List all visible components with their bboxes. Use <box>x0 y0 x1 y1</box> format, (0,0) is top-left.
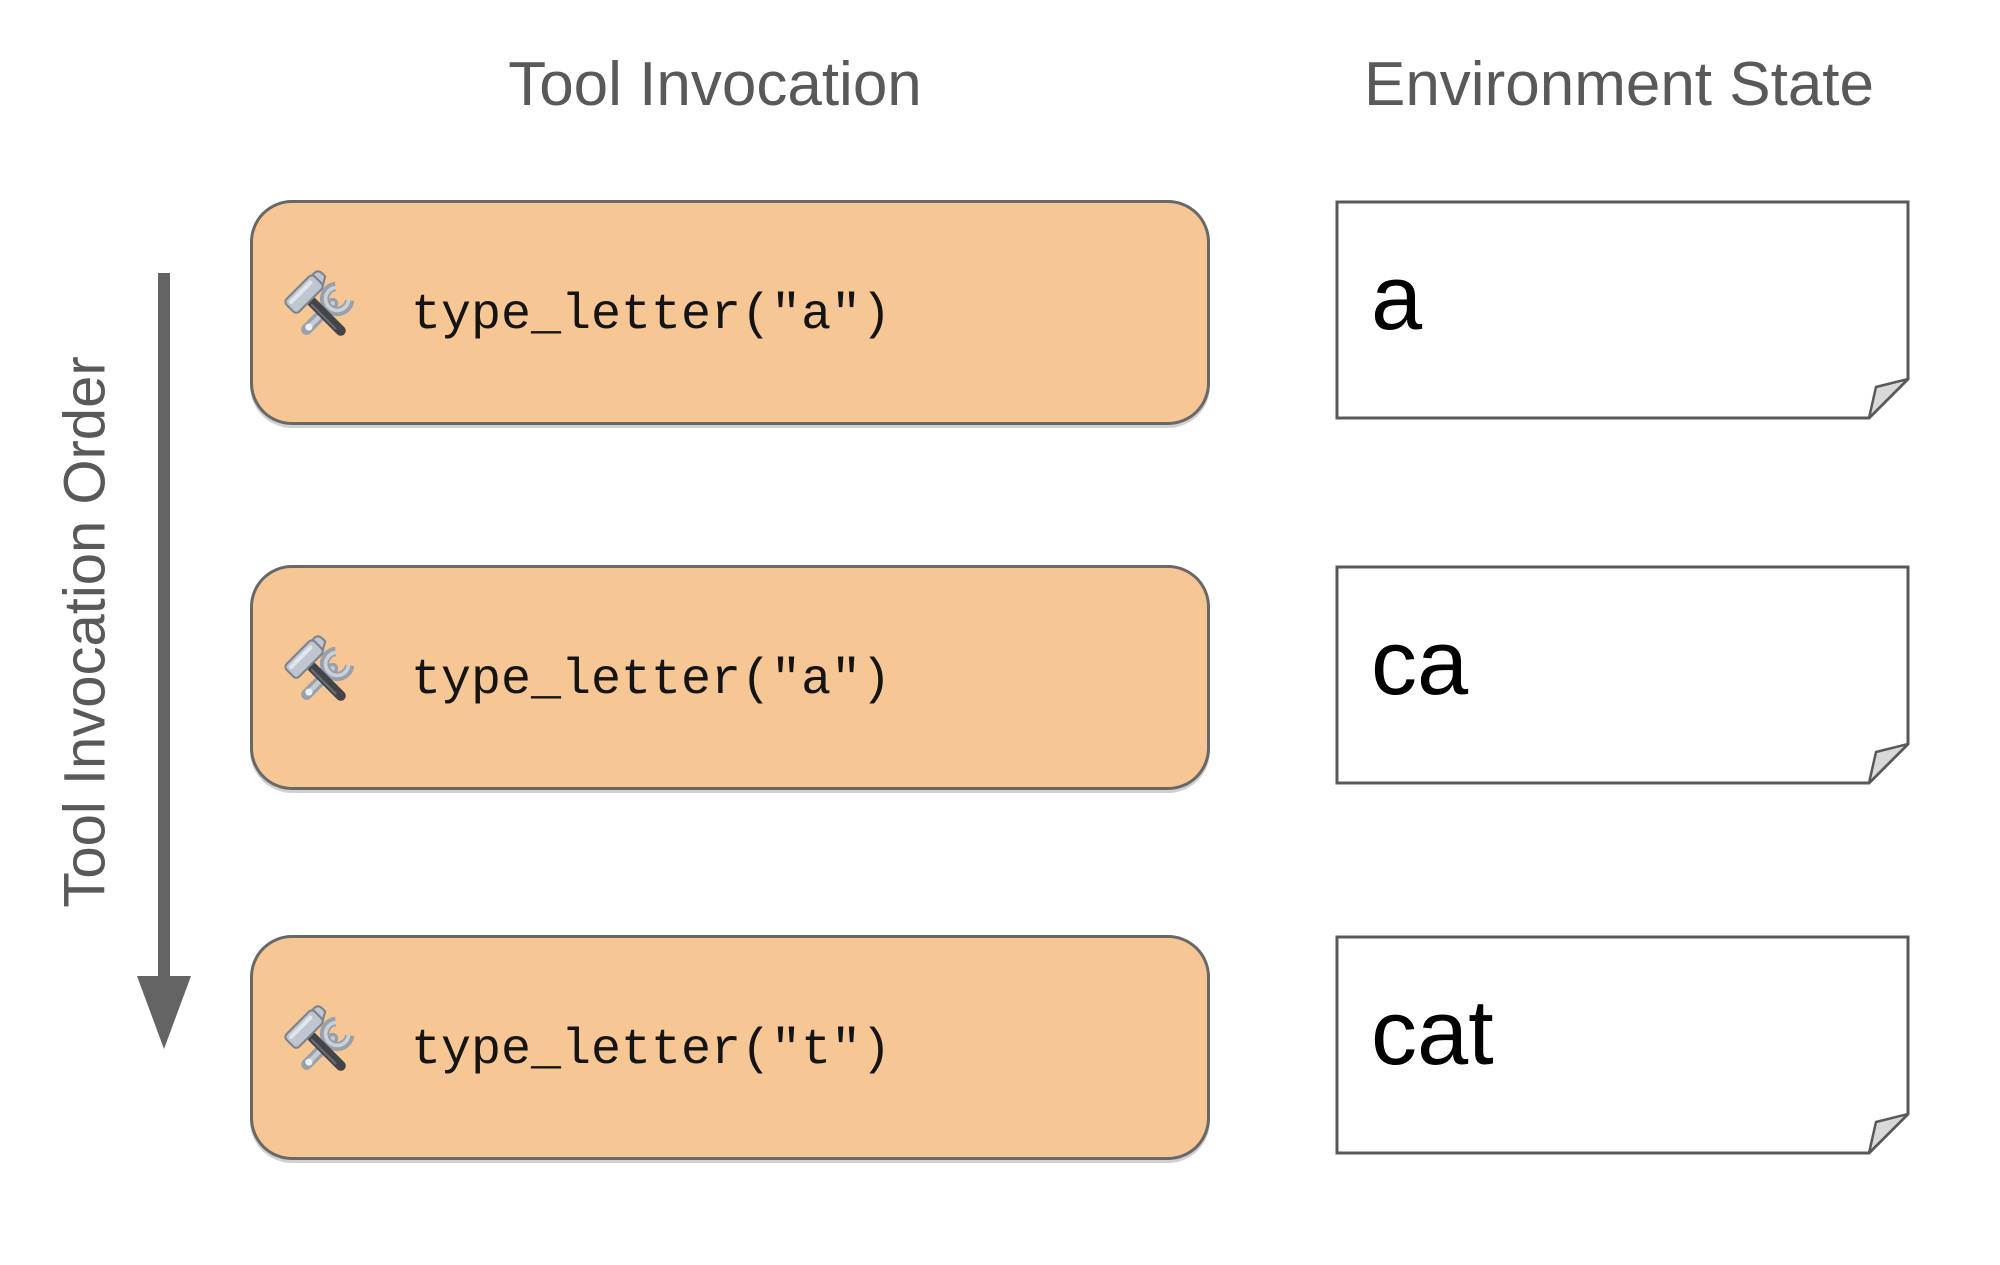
folded-corner <box>1867 1112 1910 1155</box>
tool-invocation-order-label: Tool Invocation Order <box>52 356 118 908</box>
environment-state-note-1: a <box>1335 200 1910 420</box>
column-heading-environment-state: Environment State <box>1363 50 1875 119</box>
note-shape <box>1335 935 1910 1155</box>
note-shape <box>1335 565 1910 785</box>
environment-state-text: ca <box>1371 611 1469 714</box>
hammer-and-wrench-icon <box>284 634 355 701</box>
tool-invocation-box-1: type_letter(″a″) <box>250 200 1210 425</box>
hammer-and-wrench-icon <box>284 269 355 336</box>
order-arrow-shaft <box>158 273 170 978</box>
tool-invocation-box-3: type_letter(″t″) <box>250 935 1210 1160</box>
environment-state-text: a <box>1371 246 1423 349</box>
tool-call-code: type_letter(″a″) <box>411 287 892 344</box>
environment-state-note-3: cat <box>1335 935 1910 1155</box>
tool-invocation-box-2: type_letter(″a″) <box>250 565 1210 790</box>
folded-corner <box>1867 742 1910 785</box>
environment-state-text: cat <box>1371 981 1494 1084</box>
tool-call-code: type_letter(″t″) <box>411 1022 892 1079</box>
environment-state-note-2: ca <box>1335 565 1910 785</box>
hammer-and-wrench-icon <box>284 1004 355 1071</box>
order-arrow-head-icon <box>137 976 191 1049</box>
note-shape <box>1335 200 1910 420</box>
tool-call-code: type_letter(″a″) <box>411 652 892 709</box>
column-heading-tool-invocation: Tool Invocation <box>508 50 922 119</box>
folded-corner <box>1867 377 1910 420</box>
